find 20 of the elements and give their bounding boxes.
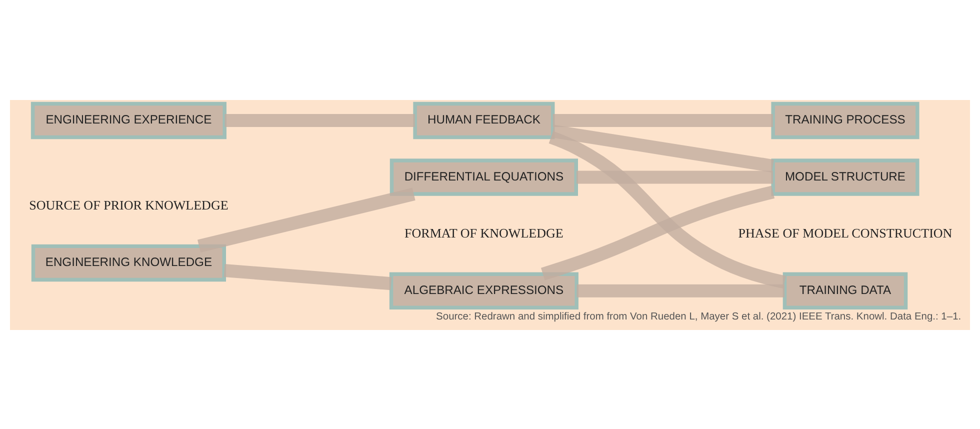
node-box: HUMAN FEEDBACK: [413, 101, 555, 139]
caption: Source: Redrawn and simplified from from Von Rueden L, Mayer S et al. (2021) IEEE Trans. Knowl. Data Eng.: 1–1.: [436, 311, 962, 322]
connector: [552, 124, 774, 172]
connector: [224, 113, 415, 126]
node-box: ENGINEERING KNOWLEDGE: [31, 244, 226, 282]
node-box: TRAINING PROCESS: [771, 101, 920, 139]
node-box: ENGINEERING EXPERIENCE: [30, 101, 226, 139]
node-box: DIFFERENTIAL EQUATIONS: [390, 158, 578, 196]
node-box: MODEL STRUCTURE: [771, 158, 920, 196]
connector: [197, 187, 416, 252]
connector: [540, 185, 775, 280]
node-box: TRAINING DATA: [782, 272, 908, 310]
label: PHASE OF MODEL CONSTRUCTION: [738, 225, 952, 240]
connector: [552, 113, 773, 126]
connector: [224, 263, 392, 290]
connector: [576, 170, 773, 184]
label: FORMAT OF KNOWLEDGE: [404, 225, 564, 240]
node-box: ALGEBRAIC EXPRESSIONS: [389, 272, 578, 310]
label: SOURCE OF PRIOR KNOWLEDGE: [29, 197, 228, 212]
connector: [576, 284, 785, 297]
